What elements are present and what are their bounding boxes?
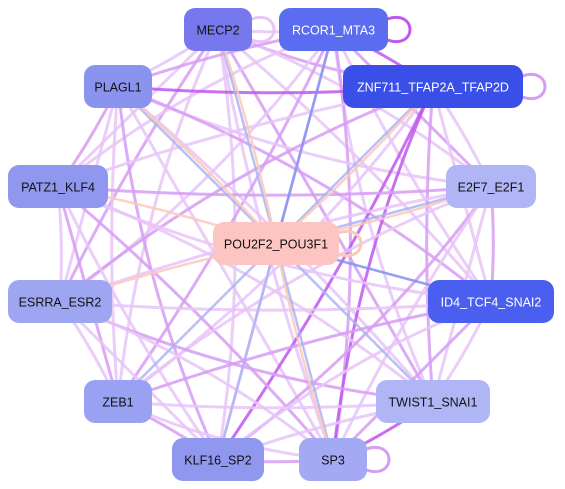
node-label: SP3 <box>321 454 345 468</box>
edge-PATZ1_KLF4-TWIST1_SNAI1 <box>56 185 435 403</box>
edge-PLAGL1-KLF16_SP2 <box>116 85 220 461</box>
edge-PATZ1_KLF4-KLF16_SP2 <box>56 185 220 461</box>
edge-PLAGL1-ID4_TCF4_SNAI2 <box>116 85 493 303</box>
node-box <box>343 65 523 108</box>
node-label: ZNF711_TFAP2A_TFAP2D <box>357 81 509 95</box>
edge-ZNF711_TFAP2A_TFAP2D-TWIST1_SNAI1 <box>425 85 435 403</box>
node-label: ESRRA_ESR2 <box>19 296 102 310</box>
node-label: RCOR1_MTA3 <box>292 24 375 38</box>
edge-RCOR1_MTA3-POU2F2_POU3F1 <box>274 28 335 245</box>
node-box <box>8 280 112 323</box>
node-box <box>84 65 152 108</box>
edge-MECP2-POU2F2_POU3F1 <box>216 28 278 245</box>
node-box <box>172 438 264 481</box>
edge-POU2F2_POU3F1-SP3 <box>274 242 335 461</box>
self-loop-ZNF711_TFAP2A_TFAP2D <box>520 73 547 100</box>
node-klf16-sp2[interactable]: KLF16_SP2 <box>172 438 264 481</box>
edge-ZNF711_TFAP2A_TFAP2D-ESRRA_ESR2 <box>58 85 435 303</box>
node-rcor1-mta3[interactable]: RCOR1_MTA3 <box>279 8 388 51</box>
node-label: ID4_TCF4_SNAI2 <box>441 296 542 310</box>
node-pou2f2-pou3f1[interactable]: POU2F2_POU3F1 <box>213 222 339 265</box>
node-e2f7-e2f1[interactable]: E2F7_E2F1 <box>446 165 536 208</box>
edge-MECP2-ZEB1 <box>116 28 220 403</box>
node-id4-tcf4-snai2[interactable]: ID4_TCF4_SNAI2 <box>428 280 554 323</box>
node-box <box>213 222 339 265</box>
node-plagl1[interactable]: PLAGL1 <box>84 65 152 108</box>
edge-ZEB1-POU2F2_POU3F1 <box>116 242 278 403</box>
edge-KLF16_SP2-POU2F2_POU3F1 <box>216 242 278 461</box>
node-label: PATZ1_KLF4 <box>21 181 95 195</box>
node-label: E2F7_E2F1 <box>458 181 525 195</box>
node-box <box>428 280 554 323</box>
edge-POU2F2_POU3F1-MECP2 <box>216 28 278 245</box>
self-loop-MECP2 <box>249 16 276 43</box>
edge-PATZ1_KLF4-E2F7_E2F1 <box>56 185 493 197</box>
edge-E2F7_E2F1-ZEB1 <box>116 185 493 403</box>
node-box <box>299 438 367 481</box>
node-esrra-esr2[interactable]: ESRRA_ESR2 <box>8 280 112 323</box>
self-loop-POU2F2_POU3F1 <box>336 230 363 257</box>
node-label: POU2F2_POU3F1 <box>224 238 328 252</box>
node-box <box>184 8 252 51</box>
node-patz1-klf4[interactable]: PATZ1_KLF4 <box>8 165 108 208</box>
node-box <box>84 380 152 423</box>
node-label: KLF16_SP2 <box>184 454 251 468</box>
edge-PLAGL1-ZEB1 <box>110 85 120 403</box>
node-label: MECP2 <box>196 24 239 38</box>
node-label: TWIST1_SNAI1 <box>389 396 478 410</box>
node-box <box>446 165 536 208</box>
node-zeb1[interactable]: ZEB1 <box>84 380 152 423</box>
node-sp3[interactable]: SP3 <box>299 438 367 481</box>
node-label: ZEB1 <box>102 396 133 410</box>
edge-RCOR1_MTA3-ZEB1 <box>116 28 335 403</box>
self-loop-RCOR1_MTA3 <box>385 16 412 43</box>
node-mecp2[interactable]: MECP2 <box>184 8 252 51</box>
node-znf711-tfap2a-tfap2d[interactable]: ZNF711_TFAP2A_TFAP2D <box>343 65 523 108</box>
edge-PLAGL1-SP3 <box>116 85 335 461</box>
edge-SP3-POU2F2_POU3F1 <box>274 242 335 461</box>
node-box <box>376 380 490 423</box>
node-label: PLAGL1 <box>94 81 141 95</box>
node-box <box>279 8 388 51</box>
self-loop-SP3 <box>364 446 391 473</box>
node-twist1-snai1[interactable]: TWIST1_SNAI1 <box>376 380 490 423</box>
node-box <box>8 165 108 208</box>
edge-MECP2-TWIST1_SNAI1 <box>216 28 435 403</box>
